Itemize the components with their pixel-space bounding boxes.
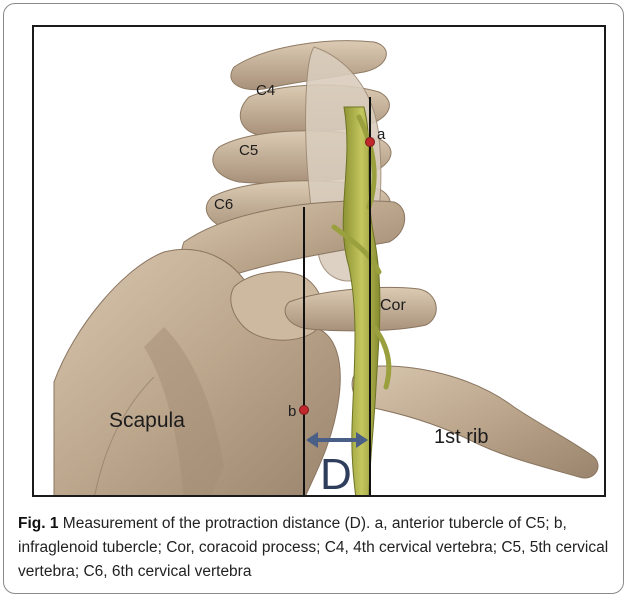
label-point-a: a [377, 126, 386, 143]
label-point-b: b [288, 403, 296, 420]
label-c5: C5 [239, 142, 258, 159]
distance-arrow [306, 432, 368, 448]
figure-label: Fig. 1 [18, 515, 58, 532]
anatomy-image: C4 C5 C6 a Cor b Scapula 1st rib D [32, 25, 606, 497]
point-a-marker [366, 138, 375, 147]
label-c6: C6 [214, 196, 233, 213]
label-distance: D [320, 450, 352, 497]
label-c4: C4 [256, 82, 275, 99]
label-scapula: Scapula [109, 409, 185, 432]
label-first-rib: 1st rib [434, 426, 488, 448]
caption-text: Measurement of the protraction distance … [18, 515, 608, 580]
point-b-marker [300, 406, 309, 415]
figure-caption: Fig. 1 Measurement of the protraction di… [18, 512, 618, 584]
anatomy-illustration: C4 C5 C6 a Cor b Scapula 1st rib D [34, 27, 606, 497]
label-cor: Cor [380, 297, 406, 314]
